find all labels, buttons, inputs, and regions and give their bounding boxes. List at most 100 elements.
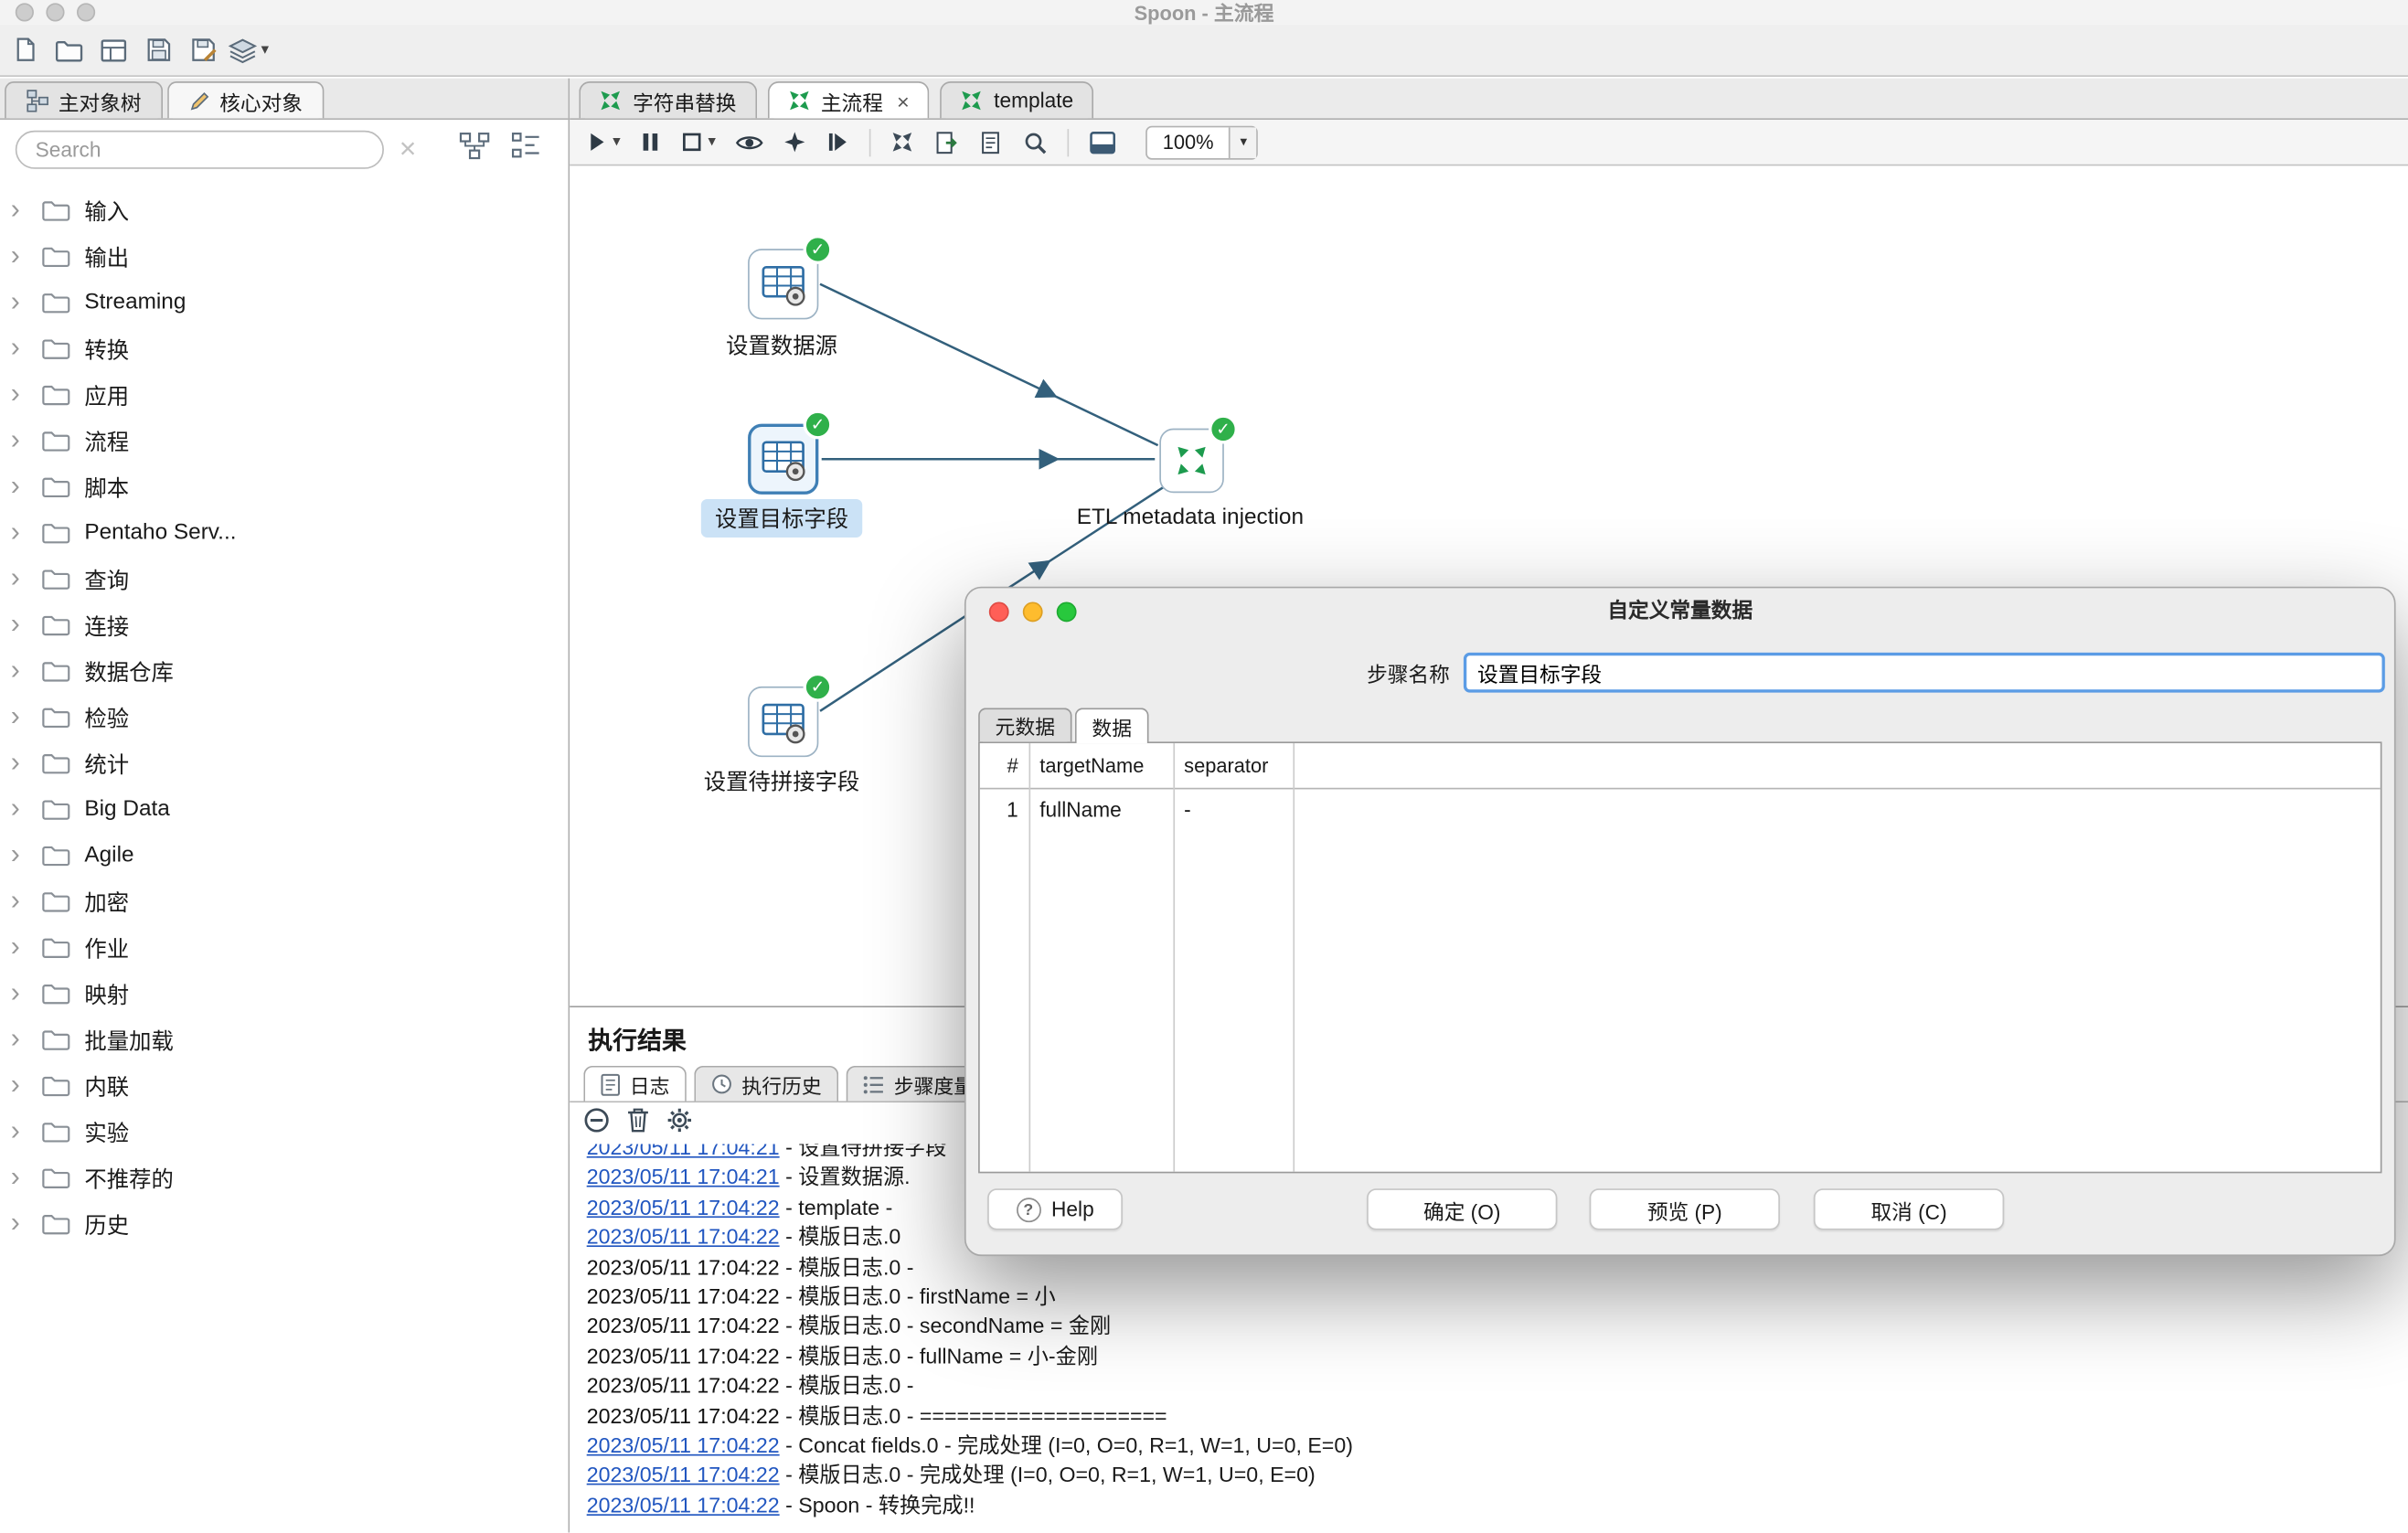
log-timestamp-link[interactable]: 2023/05/11 17:04:21: [586, 1166, 780, 1189]
chevron-right-icon[interactable]: ›: [10, 1068, 20, 1099]
canvas-tab[interactable]: 主流程×: [767, 81, 930, 119]
clear-search-icon[interactable]: ×: [399, 133, 417, 165]
tree-item[interactable]: ›统计: [0, 740, 569, 786]
chevron-right-icon[interactable]: ›: [10, 883, 20, 915]
chevron-right-icon[interactable]: ›: [10, 1113, 20, 1145]
tree-item[interactable]: ›检验: [0, 694, 569, 740]
chevron-right-icon[interactable]: ›: [10, 607, 20, 638]
tree-item[interactable]: ›输出: [0, 233, 569, 279]
tab-metadata[interactable]: 元数据: [978, 708, 1072, 742]
open-file-button[interactable]: [49, 30, 90, 70]
explore-db-button[interactable]: [1023, 130, 1048, 154]
chevron-right-icon[interactable]: ›: [10, 699, 20, 730]
chevron-right-icon[interactable]: ›: [10, 791, 20, 823]
chevron-right-icon[interactable]: ›: [10, 975, 20, 1007]
close-window-button[interactable]: [15, 3, 34, 22]
column-header-separator[interactable]: separator: [1184, 753, 1269, 778]
dialog-close-button[interactable]: [988, 601, 1009, 623]
impact-button[interactable]: [933, 130, 958, 154]
step-label[interactable]: ETL metadata injection: [1076, 505, 1305, 530]
log-timestamp-link[interactable]: 2023/05/11 17:04:22: [586, 1434, 780, 1458]
save-button[interactable]: [138, 30, 178, 70]
tree-item[interactable]: ›数据仓库: [0, 648, 569, 694]
tree-item[interactable]: ›历史: [0, 1201, 569, 1247]
zoom-window-button[interactable]: [76, 3, 96, 22]
zoom-select[interactable]: 100% ▾: [1145, 124, 1259, 159]
minimize-window-button[interactable]: [46, 3, 65, 22]
perspectives-button[interactable]: ▾: [228, 30, 269, 70]
debug-button[interactable]: [783, 131, 806, 154]
chevron-right-icon[interactable]: ›: [10, 930, 20, 961]
chevron-right-icon[interactable]: ›: [10, 745, 20, 777]
tab-data[interactable]: 数据: [1074, 708, 1149, 744]
run-button[interactable]: ▾: [585, 131, 621, 154]
new-file-button[interactable]: [5, 30, 45, 70]
cell-separator[interactable]: -: [1184, 797, 1191, 821]
tree-item[interactable]: ›Pentaho Serv...: [0, 510, 569, 556]
canvas-tab[interactable]: 字符串替换: [579, 81, 757, 119]
search-input[interactable]: [15, 129, 384, 168]
canvas-tab[interactable]: template: [940, 81, 1094, 119]
clear-log-button[interactable]: [583, 1106, 610, 1140]
chevron-right-icon[interactable]: ›: [10, 469, 20, 500]
tab-core-objects[interactable]: 核心对象: [167, 81, 325, 119]
step-label[interactable]: 设置数据源: [726, 335, 837, 360]
tree-item[interactable]: ›连接: [0, 602, 569, 648]
help-button[interactable]: ? Help: [987, 1188, 1123, 1230]
chevron-right-icon[interactable]: ›: [10, 515, 20, 547]
step-label[interactable]: 设置待拼接字段: [703, 771, 860, 796]
cell-targetName[interactable]: fullName: [1039, 797, 1122, 821]
tree-item[interactable]: ›脚本: [0, 463, 569, 509]
tree-item[interactable]: ›不推荐的: [0, 1155, 569, 1200]
chevron-right-icon[interactable]: ›: [10, 192, 20, 224]
close-tab-icon[interactable]: ×: [897, 88, 910, 113]
chevron-right-icon[interactable]: ›: [10, 284, 20, 316]
tree-item[interactable]: ›加密: [0, 878, 569, 924]
stop-button[interactable]: ▾: [680, 131, 716, 154]
preview-button[interactable]: [736, 132, 763, 154]
sql-button[interactable]: [978, 130, 1003, 154]
log-timestamp-link[interactable]: 2023/05/11 17:04:22: [586, 1225, 780, 1250]
chevron-right-icon[interactable]: ›: [10, 653, 20, 685]
step-node-target[interactable]: ✓: [748, 410, 833, 495]
step-node-source[interactable]: ✓: [748, 235, 833, 320]
tree-item[interactable]: ›作业: [0, 924, 569, 970]
replay-button[interactable]: [826, 131, 849, 154]
tree-item[interactable]: ›转换: [0, 325, 569, 371]
step-name-input[interactable]: [1463, 652, 2385, 693]
tab-log[interactable]: 日志: [583, 1065, 687, 1102]
log-timestamp-link[interactable]: 2023/05/11 17:04:22: [586, 1196, 780, 1219]
verify-button[interactable]: [890, 131, 913, 154]
core-objects-tree[interactable]: ›输入›输出›Streaming›转换›应用›流程›脚本›Pentaho Ser…: [0, 178, 569, 1533]
tree-item[interactable]: ›Big Data: [0, 786, 569, 832]
tree-item[interactable]: ›流程: [0, 418, 569, 463]
cancel-button[interactable]: 取消 (C): [1813, 1188, 2005, 1230]
chevron-right-icon[interactable]: ›: [10, 1021, 20, 1053]
chevron-right-icon[interactable]: ›: [10, 239, 20, 270]
tree-item[interactable]: ›应用: [0, 372, 569, 418]
chevron-right-icon[interactable]: ›: [10, 1206, 20, 1238]
tree-item[interactable]: ›实验: [0, 1109, 569, 1155]
log-timestamp-link[interactable]: 2023/05/11 17:04:22: [586, 1494, 780, 1517]
dialog-zoom-button[interactable]: [1056, 601, 1077, 623]
chevron-right-icon[interactable]: ›: [10, 331, 20, 362]
save-as-button[interactable]: [183, 30, 223, 70]
tree-item[interactable]: ›输入: [0, 187, 569, 233]
pause-button[interactable]: [641, 131, 661, 154]
step-node-concat[interactable]: ✓: [748, 672, 833, 758]
chevron-right-icon[interactable]: ›: [10, 1160, 20, 1191]
tree-item[interactable]: ›内联: [0, 1062, 569, 1108]
preview-button[interactable]: 预览 (P): [1589, 1188, 1780, 1230]
chevron-right-icon[interactable]: ›: [10, 837, 20, 868]
step-node-etl-injection[interactable]: ✓: [1159, 414, 1238, 494]
log-settings-button[interactable]: [666, 1106, 693, 1140]
step-label-selected[interactable]: 设置目标字段: [700, 498, 863, 538]
tree-item[interactable]: ›批量加载: [0, 1017, 569, 1062]
collapse-all-button[interactable]: [511, 132, 540, 165]
caret-down-icon[interactable]: ▾: [1229, 126, 1257, 158]
delete-log-button[interactable]: [626, 1106, 649, 1140]
tree-item[interactable]: ›映射: [0, 971, 569, 1017]
